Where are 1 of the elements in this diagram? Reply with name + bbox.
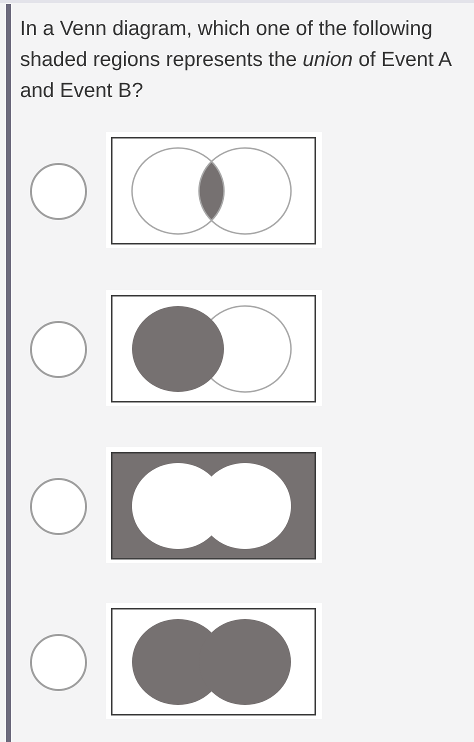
question-text: In a Venn diagram, which one of the following shaded regions represents the union of Event A and Event B? — [20, 16, 452, 104]
